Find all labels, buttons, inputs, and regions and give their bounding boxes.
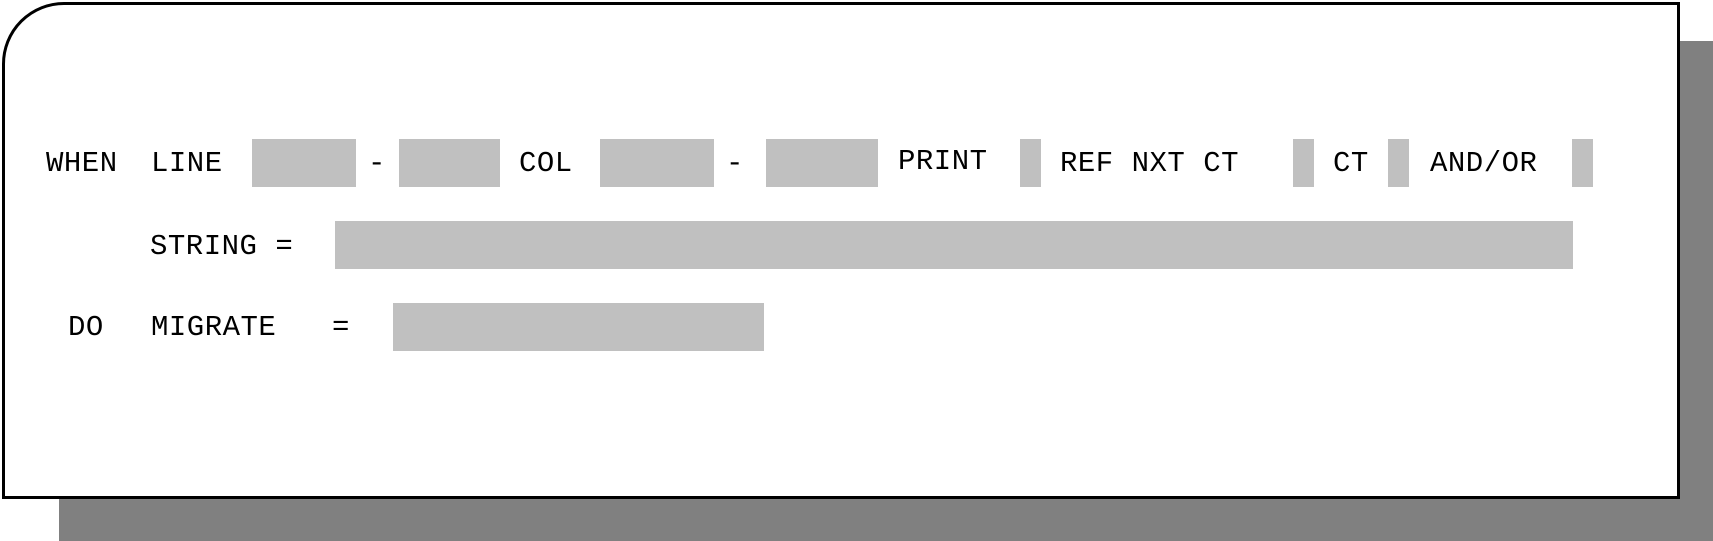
when-condition-panel: WHEN LINE - COL - PRINT REF NXT CT CT AN… (2, 2, 1680, 499)
do-label: DO (68, 311, 104, 344)
col-label: COL (519, 147, 573, 180)
col-from-field[interactable] (600, 139, 714, 187)
line-label: LINE (151, 147, 223, 180)
ref-nxt-ct-label: REF NXT CT (1060, 147, 1240, 180)
string-field[interactable] (335, 221, 1573, 269)
print-label: PRINT (898, 145, 988, 178)
ref-nxt-ct-field[interactable] (1293, 139, 1314, 187)
and-or-label: AND/OR (1430, 147, 1538, 180)
print-field[interactable] (1020, 139, 1041, 187)
line-from-field[interactable] (252, 139, 356, 187)
col-to-field[interactable] (766, 139, 878, 187)
line-range-dash: - (368, 147, 386, 180)
ct-label: CT (1333, 147, 1369, 180)
when-label: WHEN (46, 147, 118, 180)
migrate-equals-sign: = (332, 311, 350, 344)
migrate-label: MIGRATE (151, 311, 277, 344)
line-to-field[interactable] (399, 139, 500, 187)
and-or-field[interactable] (1572, 139, 1593, 187)
ct-field[interactable] (1388, 139, 1409, 187)
string-label: STRING = (150, 230, 294, 263)
col-range-dash: - (726, 147, 744, 180)
migrate-field[interactable] (393, 303, 764, 351)
